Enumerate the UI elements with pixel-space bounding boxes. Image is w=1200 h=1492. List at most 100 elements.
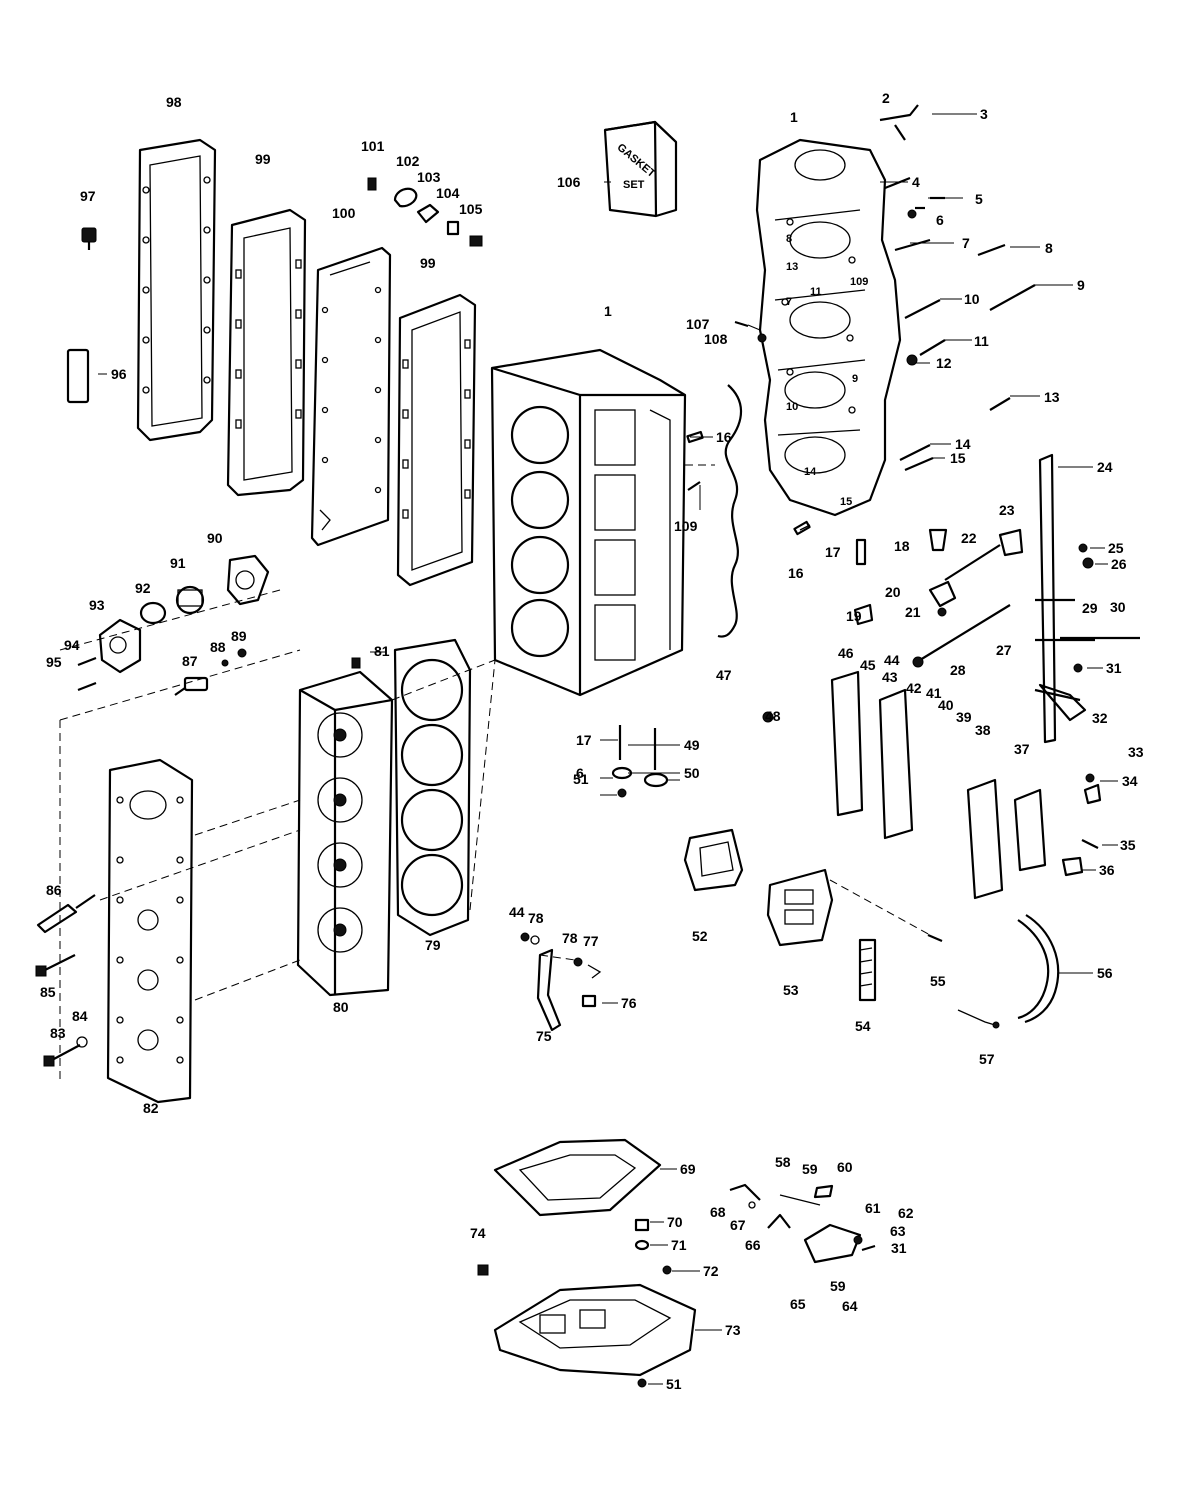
label-93: 93 [89,597,105,613]
label-36: 36 [1099,862,1115,878]
label-81: 81 [374,643,390,659]
label-37: 37 [1014,741,1030,757]
bracket-75 [536,948,562,1032]
label-43: 43 [882,669,898,685]
label-27: 27 [996,642,1012,658]
gasket-set-label-line2: SET [623,179,645,191]
label-80: 80 [333,999,349,1015]
gasket-99-right [396,293,477,587]
label-62: 62 [898,1205,914,1221]
bolt-97 [81,227,97,250]
label-11: 11 [974,333,989,349]
label-31-right: 31 [1106,660,1122,676]
label-86: 86 [46,882,62,898]
label-73: 73 [725,1322,741,1338]
label-60: 60 [837,1159,853,1175]
studs-washers [611,725,669,798]
label-70: 70 [667,1214,683,1230]
reed-54 [858,938,877,1002]
block-callout: 9 [852,373,858,385]
exhaust-plate-100 [310,246,392,547]
part-labels: 1 2 3 4 5 6 7 8 9 10 11 12 13 14 15 16 1… [40,90,1144,1392]
gasket-set-label-line1: GASKET [615,141,658,180]
label-6-top: 6 [936,212,944,228]
label-16-center: 16 [716,429,732,445]
label-28: 28 [950,662,966,678]
label-12: 12 [936,355,952,371]
label-33: 33 [1128,744,1144,760]
label-2: 2 [882,90,890,106]
label-18: 18 [894,538,910,554]
label-102: 102 [396,153,420,169]
hardware-107-109 [686,104,1036,536]
label-107: 107 [686,316,710,332]
gasket-99-left [226,208,307,497]
label-39: 39 [956,709,972,725]
label-54: 54 [855,1018,871,1034]
sensor-and-bolts-83-86 [35,894,96,1067]
block-callout: 8 [786,233,792,245]
label-94: 94 [64,637,80,653]
label-6-lower: 6 [576,765,584,781]
label-91: 91 [170,555,186,571]
label-13: 13 [1044,389,1060,405]
bolt-70-washer-71 [634,1218,650,1251]
label-9: 9 [1077,277,1085,293]
label-52: 52 [692,928,708,944]
block-callout: 14 [804,466,817,478]
label-59-top: 59 [802,1161,818,1177]
clip-57 [957,1009,1000,1029]
label-10: 10 [964,291,980,307]
label-21: 21 [905,604,921,620]
exhaust-cover-98 [136,138,217,442]
adapter-73 [477,1264,697,1388]
label-34: 34 [1122,773,1138,789]
label-51-lower: 51 [666,1376,682,1392]
label-92: 92 [135,580,151,596]
head-gasket-79 [393,638,472,937]
label-41: 41 [926,685,942,701]
label-7: 7 [962,235,970,251]
assembly-dash-lines [59,464,931,1080]
leader-lines [98,113,1118,1385]
label-3: 3 [980,106,988,122]
label-61: 61 [865,1200,881,1216]
label-31-lower: 31 [891,1240,907,1256]
label-56: 56 [1097,965,1113,981]
label-48: 48 [765,708,781,724]
label-76: 76 [621,995,637,1011]
label-89: 89 [231,628,247,644]
label-79: 79 [425,937,441,953]
linkage-58-68 [729,1183,876,1264]
powerhead-block-center [490,348,687,697]
label-105: 105 [459,201,483,217]
plate-96 [66,348,90,404]
block-callout: 10 [786,401,798,413]
gasket-69 [493,1138,662,1217]
label-46: 46 [838,645,854,661]
label-104: 104 [436,185,460,201]
label-44-right: 44 [884,652,900,668]
block-callout: 11 [810,286,822,298]
gasket-set-box-106: GASKET SET [603,120,678,218]
label-23: 23 [999,502,1015,518]
label-15: 15 [950,450,966,466]
label-99-left: 99 [255,151,271,167]
label-22: 22 [961,530,977,546]
label-85: 85 [40,984,56,1000]
label-88: 88 [210,639,226,655]
label-59-lower: 59 [830,1278,846,1294]
label-99-right: 99 [420,255,436,271]
label-47: 47 [716,667,732,683]
label-109: 109 [674,518,698,534]
label-44-lower: 44 [509,904,525,920]
block-callouts: 8 13 11 7 109 10 9 14 15 [786,233,868,508]
label-96: 96 [111,366,127,382]
cover-53 [766,868,834,947]
label-72: 72 [703,1263,719,1279]
label-4: 4 [912,174,920,190]
screw-55 [927,933,943,943]
label-75: 75 [536,1028,552,1044]
label-57: 57 [979,1051,995,1067]
